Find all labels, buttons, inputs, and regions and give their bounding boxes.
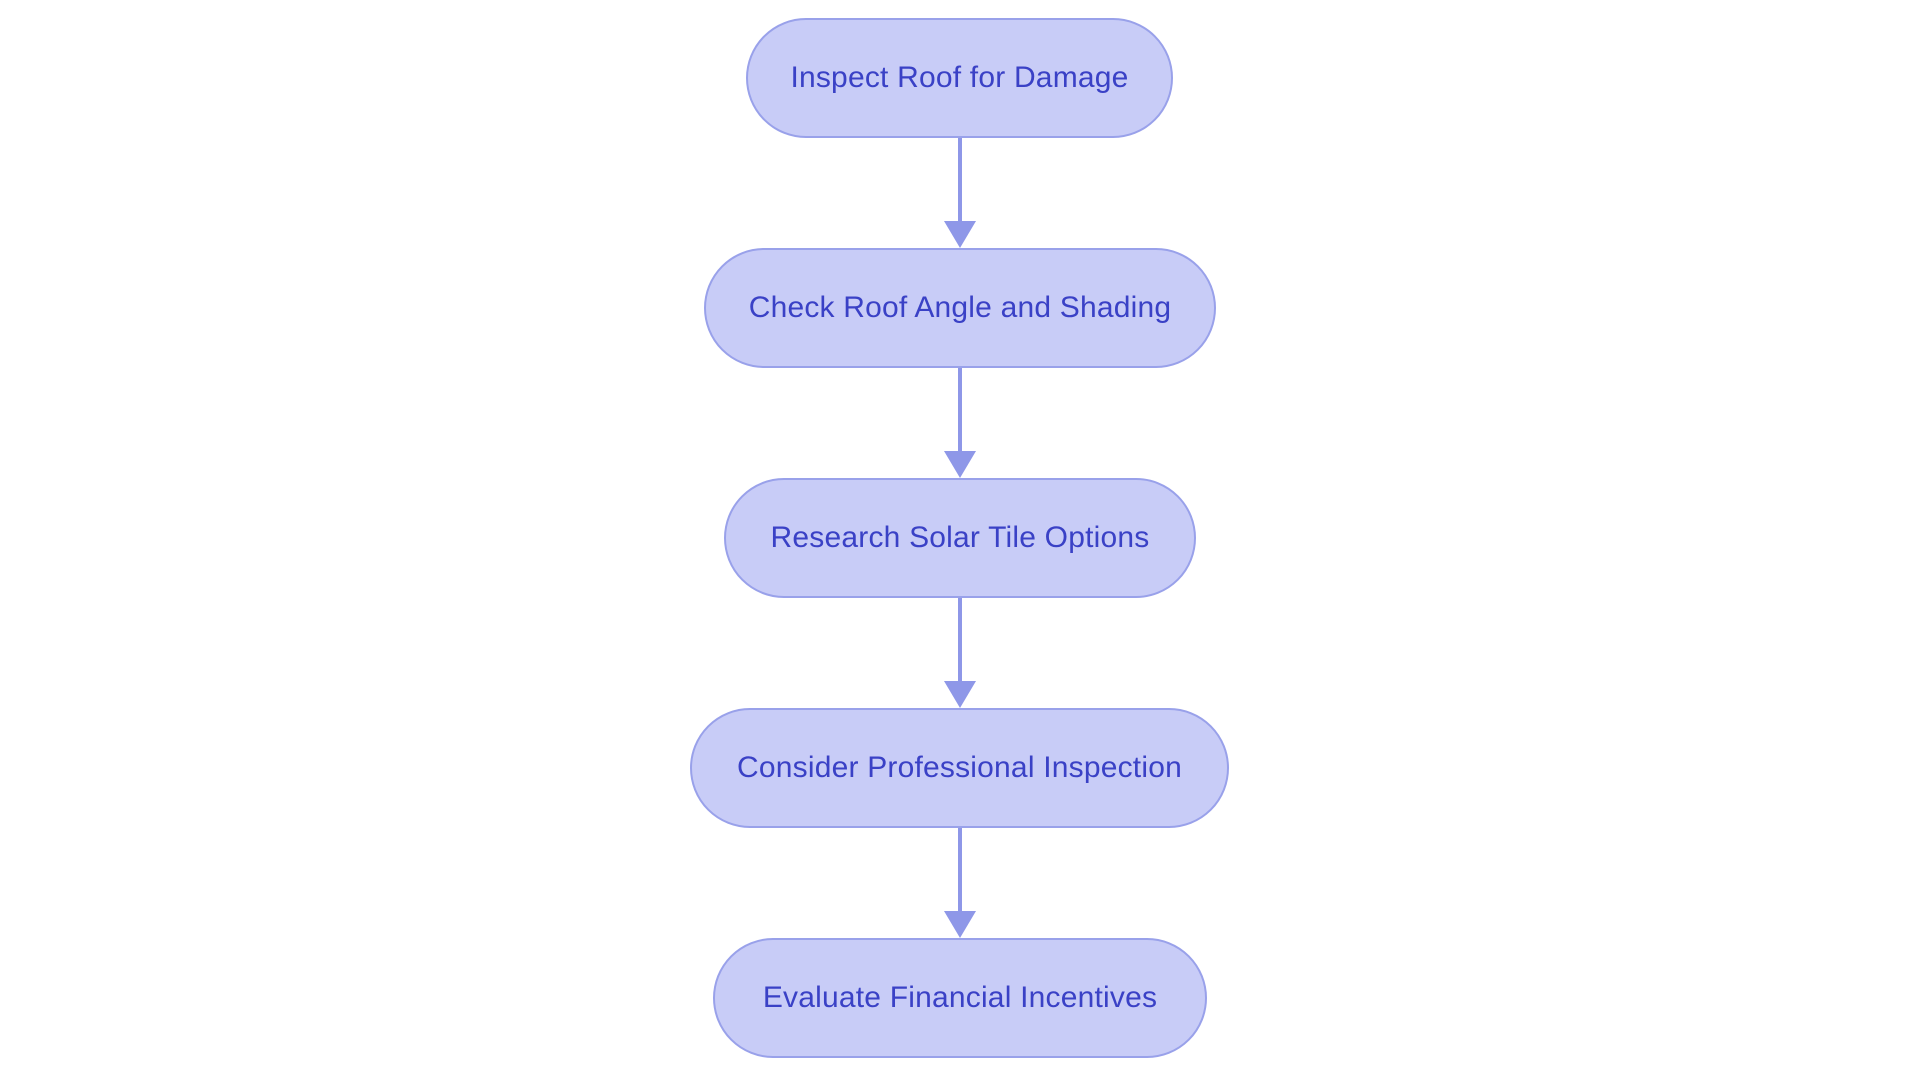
arrowhead-icon (944, 451, 976, 478)
flow-node-financial-incentives: Evaluate Financial Incentives (713, 938, 1207, 1058)
flow-node-label: Consider Professional Inspection (737, 751, 1182, 784)
flow-node-check-roof-angle: Check Roof Angle and Shading (704, 248, 1216, 368)
connector-line-1-2 (958, 136, 962, 222)
connector-line-4-5 (958, 826, 962, 912)
arrowhead-icon (944, 221, 976, 248)
connector-line-3-4 (958, 596, 962, 682)
flow-node-label: Check Roof Angle and Shading (748, 291, 1172, 324)
flow-node-inspect-roof: Inspect Roof for Damage (746, 18, 1173, 138)
flow-node-label: Research Solar Tile Options (770, 521, 1150, 554)
flow-node-label: Inspect Roof for Damage (790, 61, 1129, 94)
flow-node-professional-inspection: Consider Professional Inspection (690, 708, 1229, 828)
flow-node-research-solar-tiles: Research Solar Tile Options (724, 478, 1196, 598)
connector-line-2-3 (958, 366, 962, 452)
arrowhead-icon (944, 911, 976, 938)
arrowhead-icon (944, 681, 976, 708)
flow-node-label: Evaluate Financial Incentives (762, 981, 1158, 1014)
